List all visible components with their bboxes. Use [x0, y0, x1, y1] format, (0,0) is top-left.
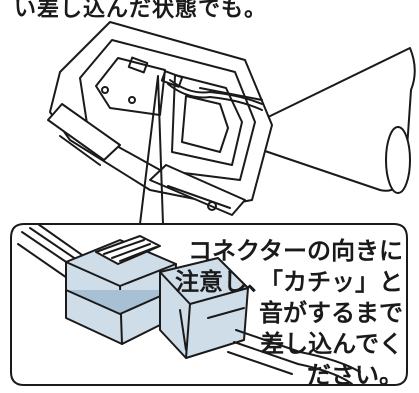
connector-detail [17, 223, 361, 385]
instruction-line: 音がするまで [259, 299, 403, 327]
instruction-line: 注意し、「カチッ」と [175, 268, 403, 296]
instruction-line: ださい。 [307, 361, 403, 389]
top-caption: い差し込んだ状態でも。 [14, 0, 268, 22]
instruction-line: 差し込んでく [260, 330, 403, 358]
callout-frame [10, 223, 408, 386]
callout-leader [139, 75, 164, 225]
callout-instruction: コネクターの向きに 注意し、「カチッ」と 音がするまで 差し込んでく ださい。 [163, 236, 403, 391]
instruction-line: コネクターの向きに [187, 237, 403, 265]
